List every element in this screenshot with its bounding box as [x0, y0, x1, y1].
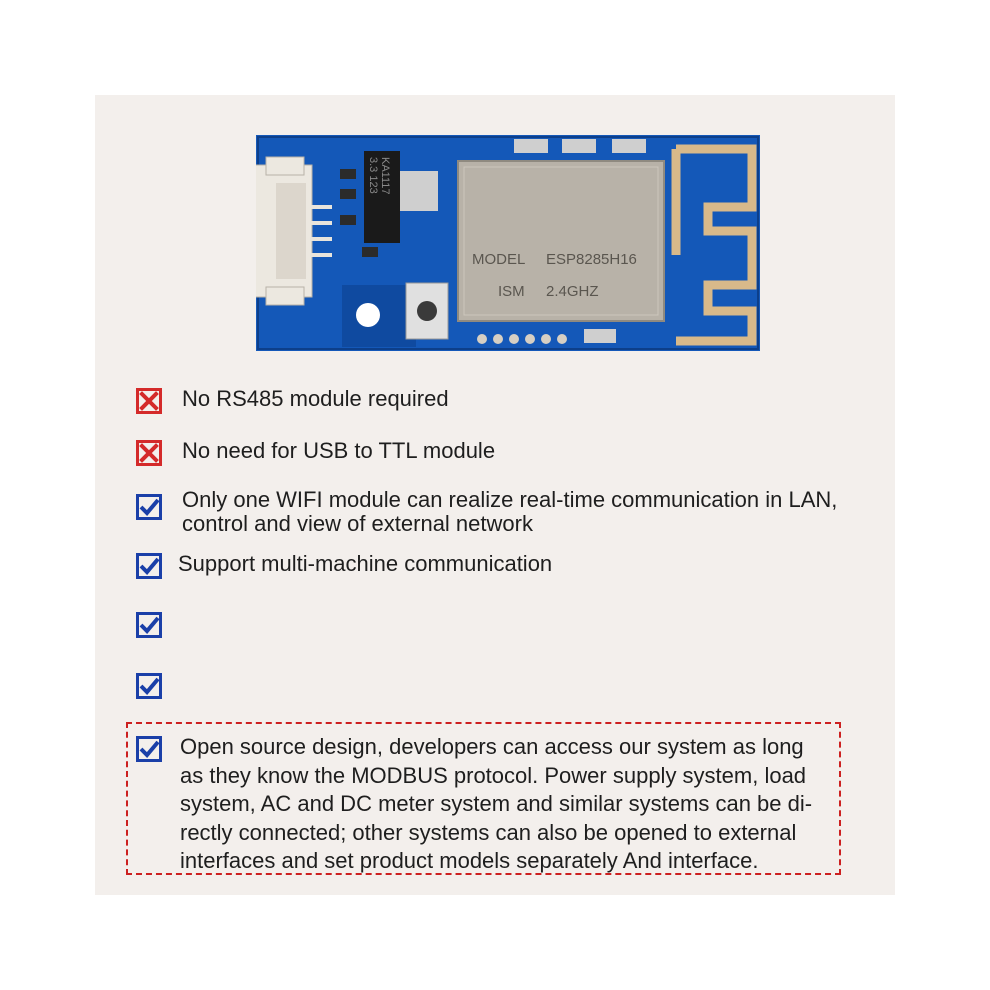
checkmark-icon — [136, 494, 162, 520]
checkmark-icon — [136, 612, 162, 638]
feature-text: Only one WIFI module can realize real-ti… — [182, 487, 838, 536]
cross-icon — [136, 388, 162, 414]
esp8285-module-image: KA1117 3.3 123 MODEL ESP8285H16 ISM 2.4G… — [256, 135, 760, 351]
shield-ism-label: ISM — [498, 283, 525, 300]
feature-text: No need for USB to TTL module — [182, 438, 496, 463]
cross-icon — [136, 440, 162, 466]
regulator-code: 3.3 123 — [367, 157, 379, 194]
regulator-label: KA1117 — [379, 157, 391, 195]
checkmark-icon — [136, 553, 162, 579]
checkmark-icon — [136, 736, 162, 762]
checkmark-icon — [136, 673, 162, 699]
highlight-text: Open source design, developers can acces… — [180, 734, 813, 873]
shield-ism-value: 2.4GHZ — [546, 283, 599, 300]
shield-model-value: ESP8285H16 — [546, 251, 637, 268]
feature-text: Support multi-machine communication — [178, 551, 553, 576]
feature-text: No RS485 module required — [182, 386, 449, 411]
shield-model-label: MODEL — [472, 251, 525, 268]
highlight-box — [126, 722, 841, 875]
